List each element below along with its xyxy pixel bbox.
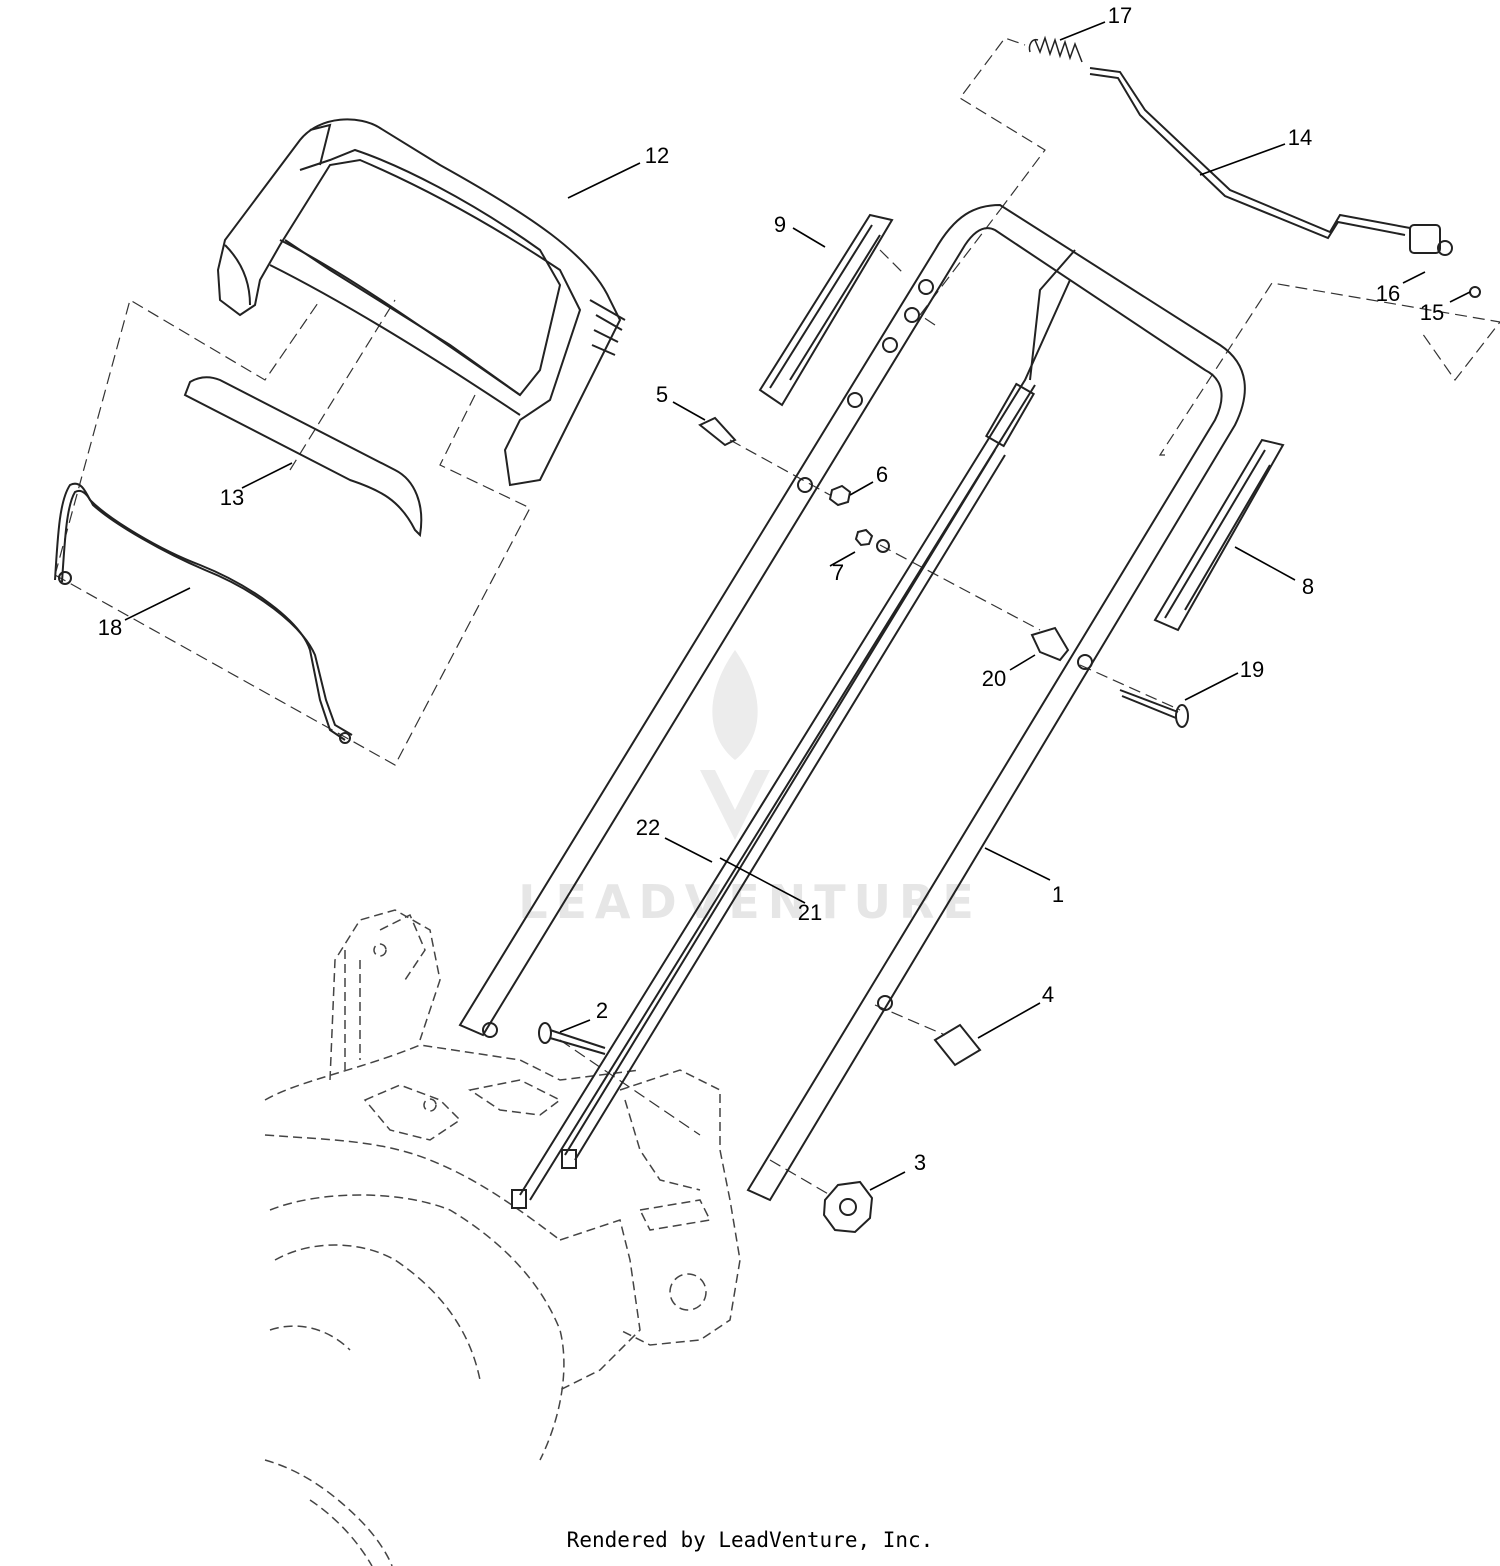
callout-7: 7 [832,560,844,585]
callout-16: 16 [1376,281,1400,306]
part-7-nut-washer [854,528,890,553]
callout-17: 17 [1108,3,1132,28]
mower-deck [264,909,741,1566]
callout-20: 20 [982,666,1006,691]
part-1-handle-tube [458,203,1246,1202]
callout-3: 3 [914,1150,926,1175]
part-3-knob [822,1180,874,1234]
part-8-side-plate [1153,438,1285,632]
watermark: LEADVENTURE [518,650,982,929]
part-18-bail [54,482,353,744]
part-5-fastener [698,416,737,447]
part-12-handle-top [216,118,626,487]
callout-18: 18 [98,615,122,640]
callout-15: 15 [1420,300,1444,325]
part-13-grip [183,376,423,538]
watermark-logo-icon [700,650,770,840]
callout-8: 8 [1302,574,1314,599]
callout-12: 12 [645,143,669,168]
callout-22: 22 [636,815,660,840]
callout-labels: 1 2 3 4 5 6 7 8 9 12 13 14 15 16 17 18 1… [98,3,1444,1175]
callout-14: 14 [1288,125,1312,150]
callout-13: 13 [220,485,244,510]
callout-6: 6 [876,462,888,487]
callout-1: 1 [1052,882,1064,907]
part-16-bracket [1409,224,1453,256]
watermark-text: LEADVENTURE [518,875,982,929]
part-20-clip [1030,626,1070,662]
part-9-side-plate [758,213,894,407]
part-14-rod [1089,67,1411,240]
part-2-bolt [538,1022,606,1055]
callout-21: 21 [798,900,822,925]
cables-21-22 [511,249,1076,1209]
callout-5: 5 [656,382,668,407]
callout-4: 4 [1042,982,1054,1007]
part-6-nut [828,484,852,507]
callout-2: 2 [596,998,608,1023]
part-17-spring [1028,35,1083,63]
part-4-clip [933,1023,982,1067]
explode-lines [54,37,1500,1196]
callout-9: 9 [774,212,786,237]
part-15-washer [1469,286,1481,298]
callout-19: 19 [1240,657,1264,682]
part-19-pin [1119,689,1189,728]
callout-leaders [124,21,1471,1191]
footer-credit: Rendered by LeadVenture, Inc. [566,1528,934,1552]
